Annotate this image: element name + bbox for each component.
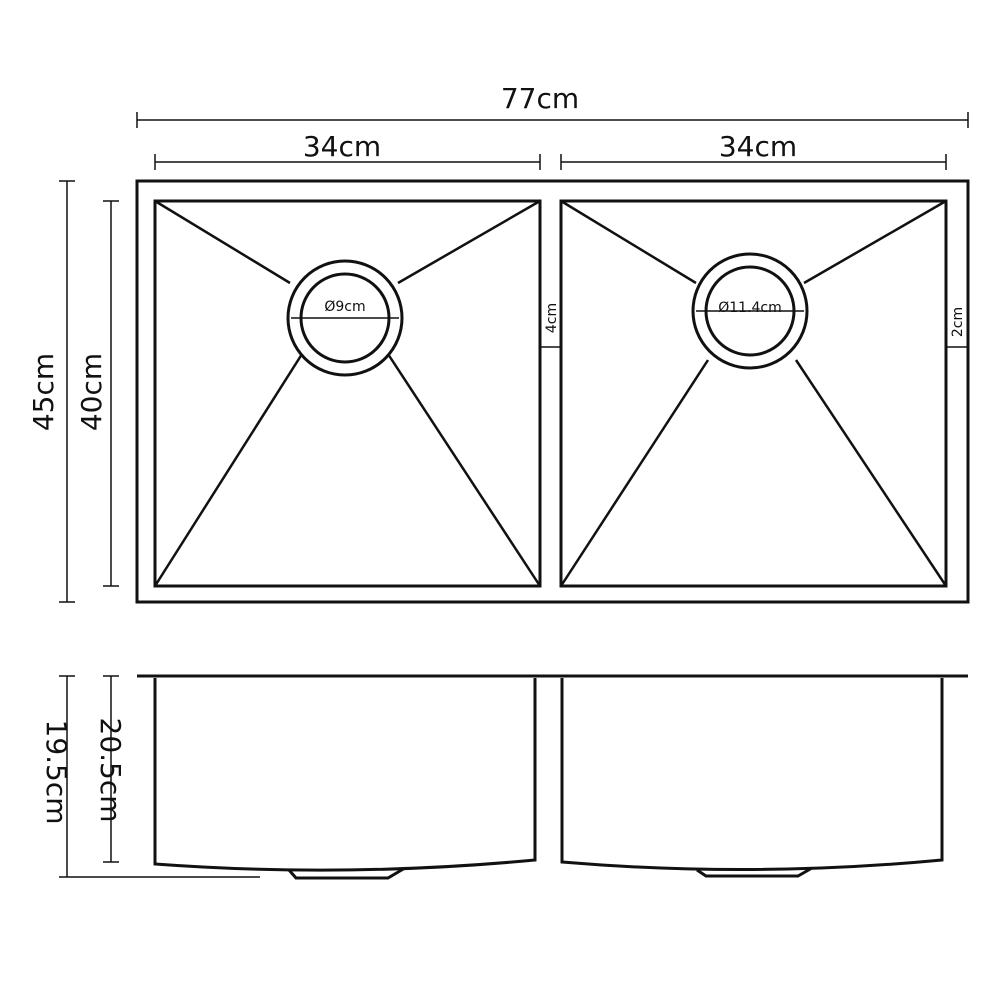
left-bowl-width-dimension: 34cm: [154, 130, 541, 170]
height-outer-label: 20.5cm: [94, 717, 127, 822]
left-drain-diameter-label: Ø9cm: [324, 299, 365, 315]
sink-top-view: Ø9cm 4cm Ø11.4cm 2cm: [135, 179, 970, 604]
bowl-depth-label: 40cm: [75, 353, 108, 431]
overall-width-dimension: 77cm: [136, 82, 969, 128]
left-bowl: Ø9cm: [153, 199, 542, 588]
left-drain: Ø9cm: [286, 259, 404, 377]
right-bowl-width-label: 34cm: [719, 130, 797, 163]
height-inner-dimension: 19.5cm: [40, 675, 260, 878]
left-basin-profile: [153, 678, 537, 880]
right-drain: Ø11.4cm: [691, 252, 809, 370]
overall-depth-label: 45cm: [27, 353, 60, 431]
side-rim-label: 2cm: [950, 307, 966, 337]
height-outer-dimension: 20.5cm: [94, 675, 127, 863]
right-bowl: Ø11.4cm: [559, 199, 948, 588]
center-divider-label: 4cm: [544, 303, 560, 333]
height-inner-label: 19.5cm: [40, 719, 73, 824]
right-basin-profile: [560, 678, 944, 878]
bowl-depth-dimension: 40cm: [75, 200, 119, 587]
overall-depth-dimension: 45cm: [27, 180, 75, 603]
sink-outer-rim: [135, 179, 970, 604]
center-divider-dimension: 4cm: [540, 303, 561, 348]
right-bowl-width-dimension: 34cm: [560, 130, 947, 170]
side-rim-dimension: 2cm: [946, 307, 968, 348]
overall-width-label: 77cm: [501, 82, 579, 115]
left-bowl-width-label: 34cm: [303, 130, 381, 163]
right-drain-diameter-label: Ø11.4cm: [718, 300, 782, 316]
sink-side-view: [137, 674, 968, 880]
